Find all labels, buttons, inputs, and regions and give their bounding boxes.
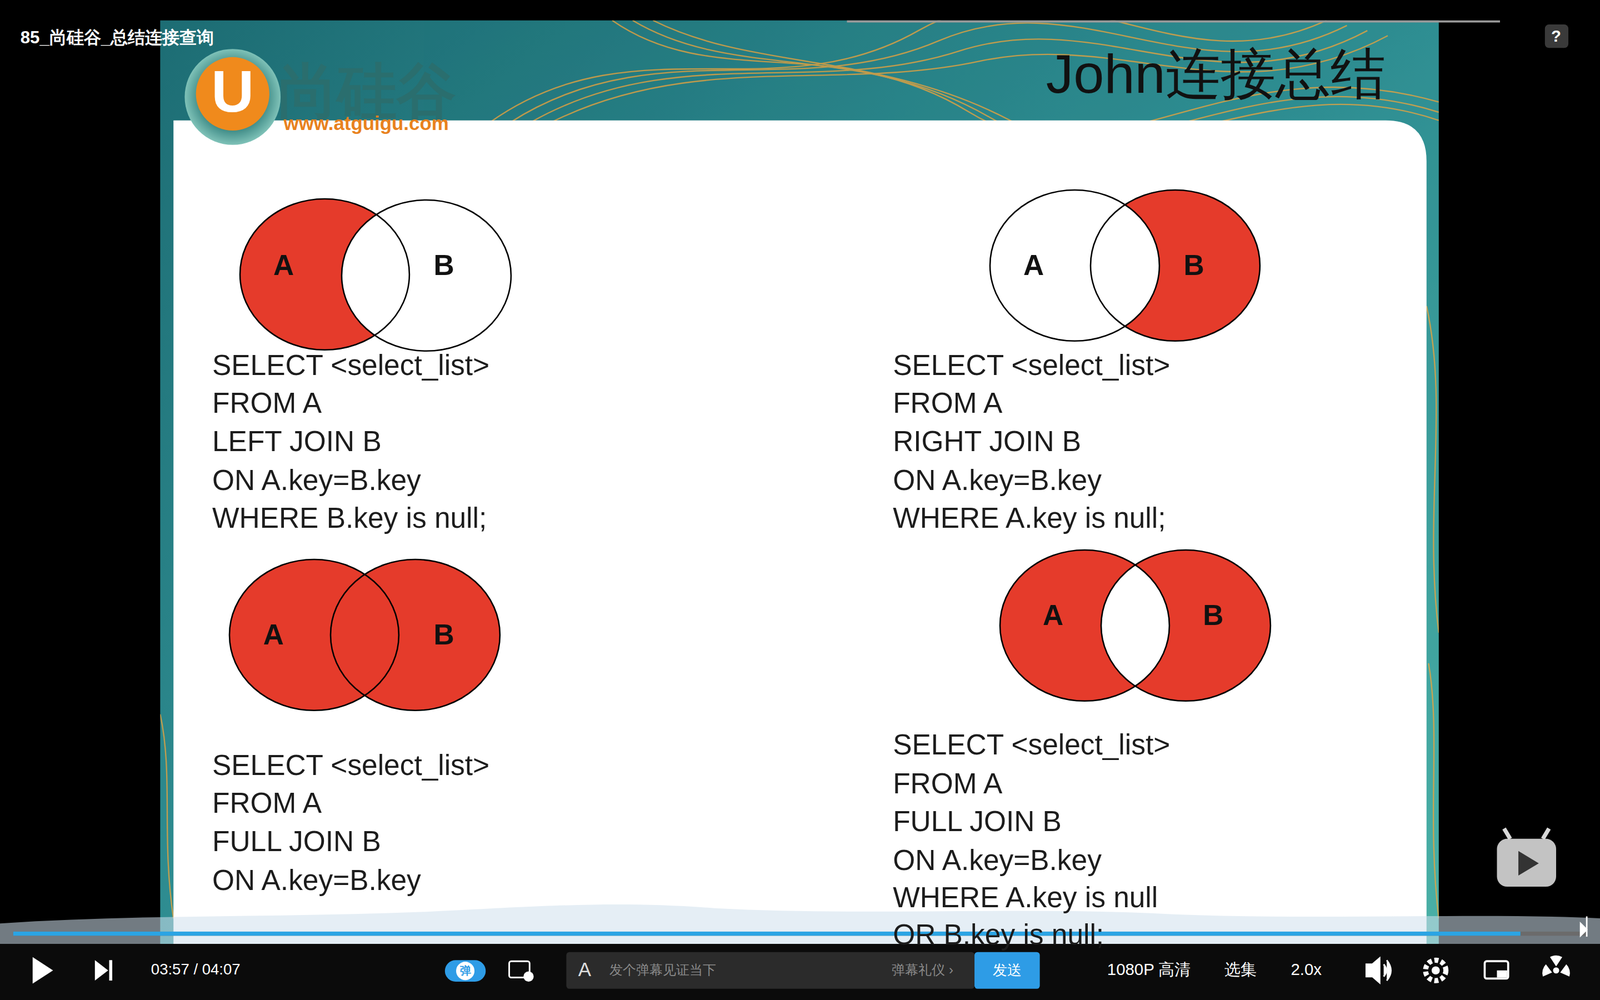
sql-line: FULL JOIN B [892, 804, 1062, 839]
bilibili-tv-icon [1496, 838, 1557, 887]
circle-outline [1101, 550, 1271, 702]
circle-stroke [1090, 190, 1260, 342]
sql-line: ON A.key=B.key [892, 843, 1102, 878]
circle-stroke [341, 200, 512, 352]
circle-stroke [1000, 550, 1170, 702]
player-label: 弹 [460, 963, 472, 978]
logo-ring [184, 48, 281, 145]
venn-circle: B [330, 559, 500, 711]
circle-stroke [240, 198, 410, 350]
venn-fill [330, 559, 500, 711]
circle-outline [330, 559, 500, 711]
player-label: 1080P 高清 [1107, 959, 1192, 979]
circle-outline [240, 198, 410, 350]
venn-circle: A [240, 198, 410, 350]
player-label: A [578, 957, 592, 982]
sql-line: WHERE A.key is null [892, 880, 1158, 915]
content-panel [173, 120, 1427, 952]
sql-line: FROM A [212, 786, 322, 821]
slide-background [160, 20, 1439, 952]
controls-background [0, 943, 1600, 1000]
sql-line: ON A.key=B.key [212, 863, 422, 898]
player-label: 选集 [1224, 959, 1257, 979]
sql-line: FULL JOIN B [212, 824, 382, 859]
circle-stroke [990, 190, 1160, 342]
set-letter: A [1023, 248, 1044, 283]
logo-letter: U [211, 56, 254, 128]
progress-played [13, 931, 1521, 936]
set-letter: B [1202, 598, 1224, 633]
circle-outline [1090, 190, 1260, 342]
sql-line: WHERE A.key is null; [892, 501, 1166, 536]
logo-url: www.atguigu.com [283, 111, 449, 135]
sql-line: ON A.key=B.key [212, 463, 422, 498]
settings-icon-hub [1431, 966, 1440, 975]
progress-track [13, 931, 1587, 936]
bilibili-tv-play [1518, 851, 1539, 876]
sql-line: LEFT JOIN B [212, 424, 382, 459]
venn-circle: B [341, 200, 512, 352]
danmaku-settings-gear [523, 971, 534, 982]
circle-outline [229, 559, 399, 711]
venn-circle: B [1090, 190, 1260, 342]
sql-line: FROM A [892, 386, 1003, 421]
settings-icon [1425, 960, 1447, 981]
venn-circle: B [1101, 550, 1271, 702]
sql-line: SELECT <select_list> [212, 748, 490, 783]
circle-stroke [229, 559, 399, 711]
sql-line: SELECT <select_list> [892, 348, 1170, 383]
sql-line: SELECT <select_list> [212, 348, 490, 383]
sql-line: OR B.key is null; [892, 917, 1104, 953]
venn-lens [341, 200, 512, 352]
circle-outline [341, 200, 512, 352]
set-letter: A [273, 248, 294, 283]
video-title: 85_尚硅谷_总结连接查询 [20, 27, 214, 48]
circle-stroke [1101, 550, 1271, 702]
sql-line: WHERE B.key is null; [212, 501, 487, 536]
sql-line: RIGHT JOIN B [892, 424, 1082, 459]
set-letter: A [1042, 598, 1064, 633]
venn-lens [990, 190, 1160, 342]
venn-lens [1101, 550, 1271, 702]
help-icon [1545, 24, 1569, 48]
circle-stroke [330, 559, 500, 711]
pip-icon [1484, 961, 1508, 979]
venn-circle: A [1000, 550, 1170, 702]
progress-handle [1580, 916, 1587, 937]
sql-line: FROM A [212, 386, 322, 421]
bilibili-tv-ears [1503, 828, 1549, 839]
venn-circle: A [990, 190, 1160, 342]
sql-line: FROM A [892, 766, 1003, 802]
circle-outline [1000, 550, 1170, 702]
sql-line: SELECT <select_list> [892, 727, 1170, 763]
circle-outline [990, 190, 1160, 342]
loading-line [846, 20, 1500, 23]
player-label: 发个弹幕见证当下 [609, 962, 717, 979]
player-label: 弹幕礼仪 › [891, 962, 954, 979]
venn-fill [1101, 550, 1271, 702]
player-label: ? [1551, 26, 1562, 46]
set-letter: B [433, 248, 454, 283]
danmaku-toggle [445, 960, 486, 982]
pip-icon-inner [1496, 970, 1507, 978]
volume-icon [1366, 958, 1391, 983]
fullscreen-icon [1542, 955, 1570, 977]
slide-title: John连接总结 [1046, 40, 1386, 107]
player-label: 03:57 / 04:07 [151, 960, 241, 979]
next-icon [95, 960, 113, 981]
player-label: 2.0x [1290, 959, 1322, 979]
danmaku-knob [456, 961, 475, 980]
set-letter: B [1183, 248, 1204, 283]
send-button [974, 952, 1040, 989]
play-icon [32, 957, 54, 984]
set-letter: A [263, 617, 284, 653]
danmaku-input [566, 952, 975, 989]
sql-line: ON A.key=B.key [892, 463, 1102, 498]
player-label: 发送 [992, 961, 1022, 979]
set-letter: B [433, 617, 454, 653]
venn-circle: A [229, 559, 399, 711]
